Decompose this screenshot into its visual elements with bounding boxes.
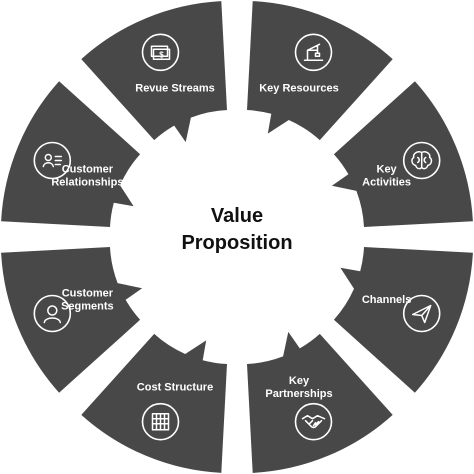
segment-shape xyxy=(247,331,393,473)
segment-label: Key Resources xyxy=(259,82,339,94)
banknote-icon: $ xyxy=(141,33,180,72)
segment-shape xyxy=(1,81,141,228)
segment-revue-streams: $ Revue Streams xyxy=(81,1,228,143)
abacus-icon xyxy=(141,402,180,441)
paper-plane-icon xyxy=(402,294,441,333)
segment-shape xyxy=(247,1,393,141)
center-title-line2: Proposition xyxy=(181,232,292,254)
segment-shape xyxy=(81,333,228,473)
brain-icon xyxy=(402,141,441,180)
person-icon xyxy=(33,294,72,333)
segment-shape xyxy=(1,247,143,393)
segment-label: Channels xyxy=(362,294,412,306)
center-title-line1: Value xyxy=(211,205,263,227)
segment-shape xyxy=(331,81,473,228)
handshake-icon xyxy=(294,402,333,441)
segment-label: Cost Structure xyxy=(137,382,213,394)
crane-icon xyxy=(294,33,333,72)
segment-key-resources: Key Resources xyxy=(247,1,393,141)
segment-cost-structure: Cost Structure xyxy=(81,333,228,473)
segment-label: Revue Streams xyxy=(135,82,215,94)
segment-channels: Channels xyxy=(333,247,473,393)
segment-shape xyxy=(333,247,473,393)
center-label: Value Proposition xyxy=(181,205,292,254)
svg-text:$: $ xyxy=(159,50,164,59)
contact-card-icon xyxy=(33,141,72,180)
segment-shape xyxy=(81,1,228,143)
